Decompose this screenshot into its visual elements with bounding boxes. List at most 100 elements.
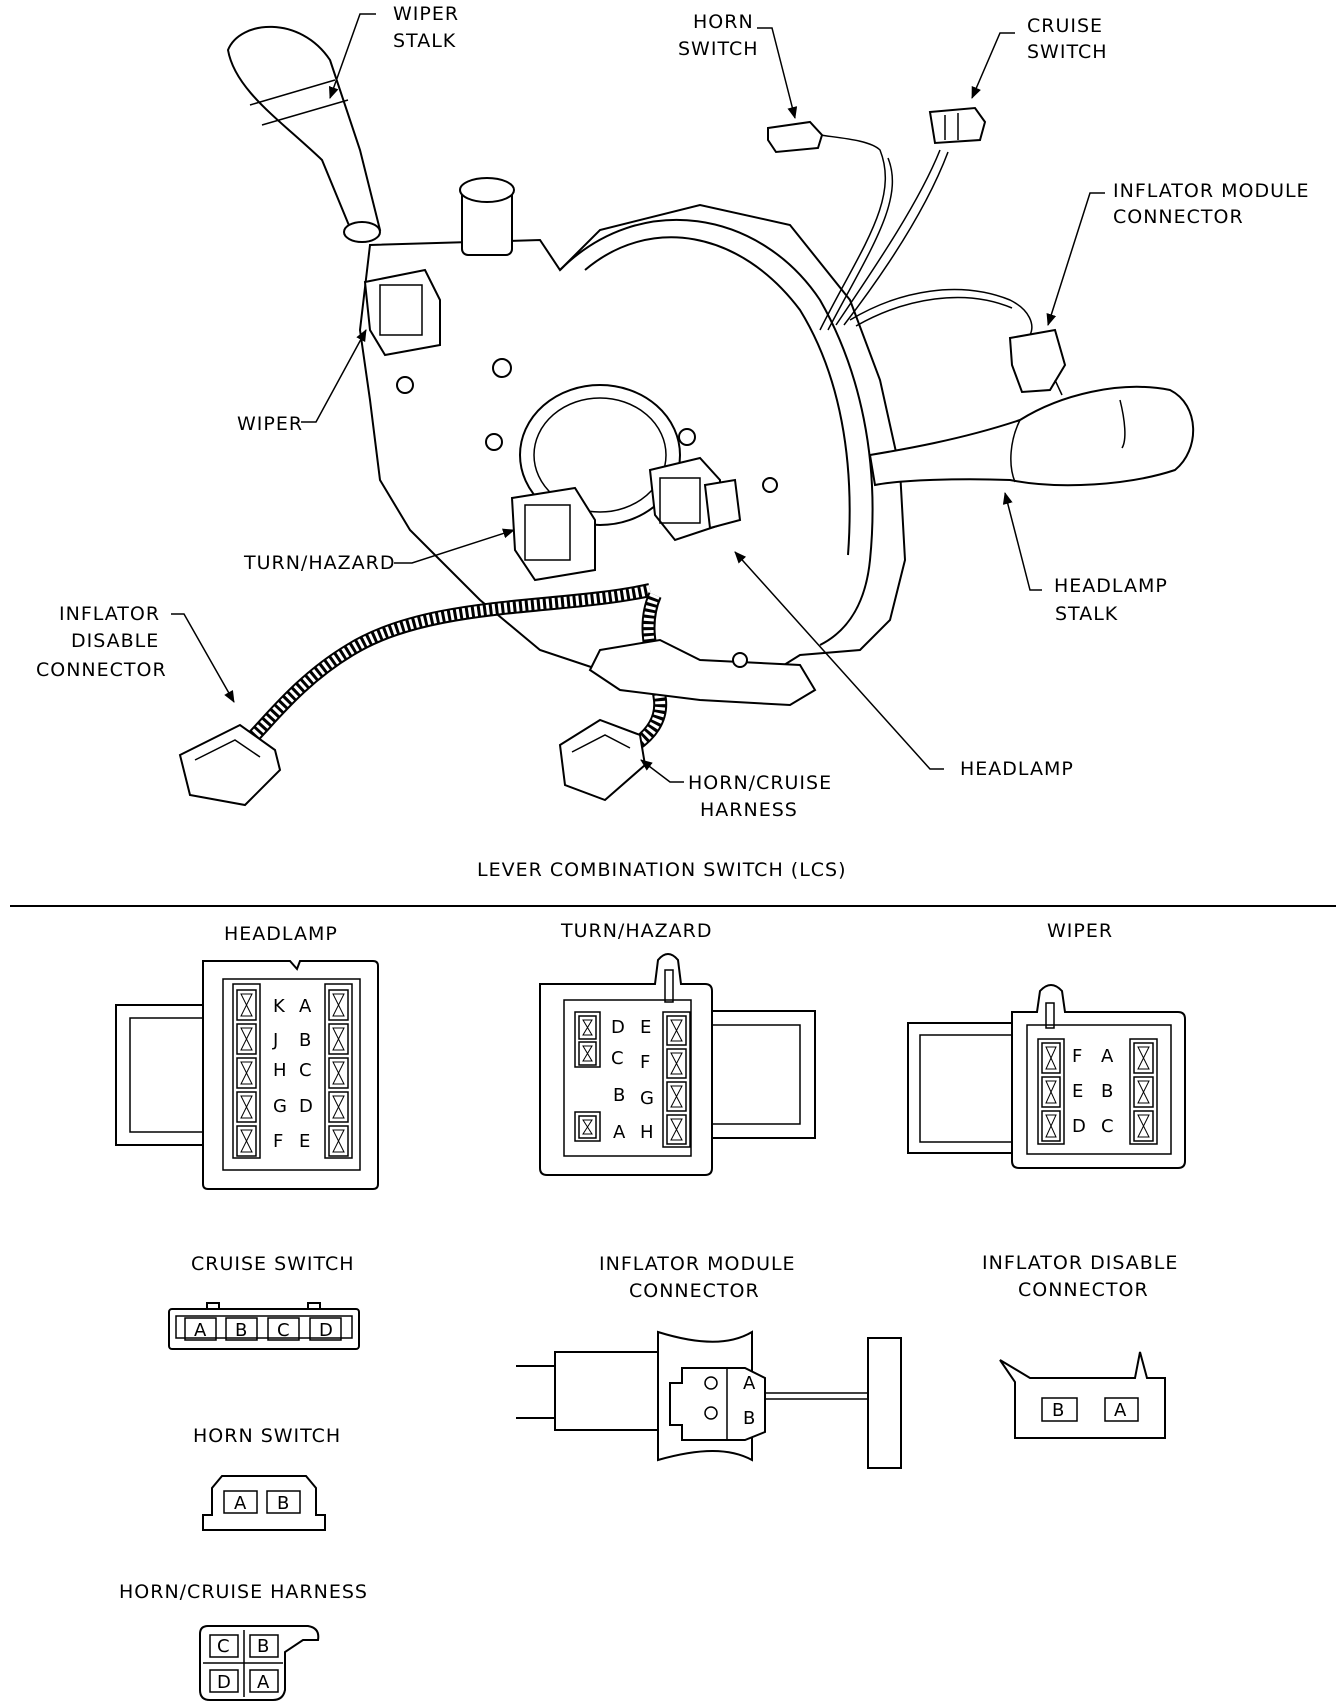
inflator-disable-pin-b: B	[1052, 1400, 1064, 1421]
headlamp-pin-d: D	[299, 1096, 313, 1117]
headlamp-cavity-right-inner	[332, 1027, 345, 1051]
headlamp-cavity-left-inner	[240, 1129, 253, 1153]
wiper-pin-f: F	[1072, 1046, 1082, 1067]
headlamp-cavity-left-inner	[240, 1061, 253, 1085]
turn-hazard-cavity-left-inner	[582, 1119, 593, 1135]
wiper-pin-a: A	[1101, 1046, 1114, 1067]
headlamp-pin-k: K	[273, 996, 286, 1017]
callout-wiper-stalk-2: STALK	[393, 30, 456, 52]
headlamp-pin-b: B	[299, 1030, 311, 1051]
inflator-disable-connector: INFLATOR DISABLE CONNECTOR B A	[982, 1252, 1178, 1439]
inflator-disable-title-2: CONNECTOR	[1018, 1279, 1149, 1301]
callout-inflator-disable-3: CONNECTOR	[36, 659, 167, 681]
cruise-switch-title: CRUISE SWITCH	[191, 1253, 355, 1275]
wiper-pin-e: E	[1072, 1081, 1083, 1102]
turn-hazard-connector: TURN/HAZARD D C B A E F G H	[539, 920, 816, 1176]
wiper-cavity-right-inner	[1137, 1114, 1150, 1138]
horn-switch-title: HORN SWITCH	[193, 1425, 341, 1447]
wiper-pin-d: D	[1072, 1116, 1086, 1137]
headlamp-pin-c: C	[299, 1060, 312, 1081]
turn-hazard-cavity-right-inner	[670, 1085, 683, 1108]
lcs-illustration	[178, 25, 1195, 807]
callout-inflator-module-2: CONNECTOR	[1113, 206, 1244, 228]
callout-cruise-switch-1: CRUISE	[1027, 15, 1103, 37]
wiper-cavity-left-inner	[1045, 1046, 1057, 1070]
callout-wiper: WIPER	[237, 413, 303, 435]
headlamp-pin-h: H	[273, 1060, 287, 1081]
wiper-cavity-left-inner	[1045, 1114, 1057, 1138]
headlamp-connector-title: HEADLAMP	[224, 923, 338, 945]
horn-cruise-harness-title: HORN/CRUISE HARNESS	[119, 1581, 368, 1603]
headlamp-pin-j: J	[272, 1030, 278, 1051]
cruise-switch-connector: CRUISE SWITCH A B C D	[168, 1253, 360, 1350]
inflator-module-connector: INFLATOR MODULE CONNECTOR A B	[516, 1253, 902, 1469]
turn-hazard-cavity-right-inner	[670, 1052, 683, 1075]
callout-wiper-stalk-1: WIPER	[393, 3, 459, 25]
horn-cruise-pin-a: A	[257, 1672, 270, 1693]
headlamp-pin-g: G	[273, 1096, 287, 1117]
headlamp-cavity-right-inner	[332, 1061, 345, 1085]
wiper-connector-title: WIPER	[1047, 920, 1113, 942]
headlamp-pin-a: A	[299, 996, 312, 1017]
turn-hazard-connector-title: TURN/HAZARD	[560, 920, 712, 942]
wiper-pin-c: C	[1101, 1116, 1114, 1137]
turn-hazard-pin-h: H	[640, 1122, 654, 1143]
cruise-switch-pin-a: A	[194, 1320, 207, 1341]
cruise-switch-pin-d: D	[319, 1320, 333, 1341]
callout-horn-switch-1: HORN	[693, 11, 754, 33]
wiper-cavity-right-inner	[1137, 1046, 1150, 1070]
callout-headlamp-stalk-1: HEADLAMP	[1054, 575, 1168, 597]
turn-hazard-pin-g: G	[640, 1088, 654, 1109]
turn-hazard-pin-a: A	[613, 1122, 626, 1143]
horn-cruise-pin-d: D	[217, 1672, 231, 1693]
headlamp-cavity-left-inner	[240, 1027, 253, 1051]
horn-cruise-pin-b: B	[257, 1636, 269, 1657]
inflator-module-title-2: CONNECTOR	[629, 1280, 760, 1302]
horn-cruise-pin-c: C	[217, 1636, 230, 1657]
headlamp-cavity-right-inner	[332, 993, 345, 1017]
diagram-caption: LEVER COMBINATION SWITCH (LCS)	[477, 859, 847, 881]
turn-hazard-cavity-left-inner	[582, 1045, 593, 1062]
callout-headlamp: HEADLAMP	[960, 758, 1074, 780]
turn-hazard-pin-b: B	[613, 1085, 625, 1106]
headlamp-cavity-right-inner	[332, 1095, 345, 1119]
turn-hazard-pin-c: C	[611, 1048, 624, 1069]
headlamp-connector: HEADLAMP K J H G F A B C D E	[115, 923, 379, 1190]
callout-turn-hazard: TURN/HAZARD	[243, 552, 395, 574]
wiper-cavity-right-inner	[1137, 1080, 1150, 1104]
turn-hazard-pin-f: F	[640, 1052, 650, 1073]
headlamp-cavity-right-inner	[332, 1129, 345, 1153]
callout-horn-cruise-harness-2: HARNESS	[700, 799, 798, 821]
inflator-module-pin-b: B	[743, 1408, 755, 1429]
callout-cruise-switch-2: SWITCH	[1027, 41, 1108, 63]
horn-cruise-harness-connector: HORN/CRUISE HARNESS C B D A	[119, 1581, 368, 1701]
cruise-switch-pin-b: B	[235, 1320, 247, 1341]
headlamp-cavity-left-inner	[240, 1095, 253, 1119]
callout-leaders	[171, 13, 1105, 783]
turn-hazard-pin-e: E	[640, 1017, 651, 1038]
turn-hazard-pin-d: D	[611, 1017, 625, 1038]
callout-inflator-disable-1: INFLATOR	[59, 603, 160, 625]
headlamp-cavity-left-inner	[240, 993, 253, 1017]
callout-inflator-disable-2: DISABLE	[71, 630, 159, 652]
horn-switch-pin-a: A	[234, 1493, 247, 1514]
callout-inflator-module-1: INFLATOR MODULE	[1113, 180, 1310, 202]
callout-headlamp-stalk-2: STALK	[1055, 603, 1118, 625]
wiper-pin-b: B	[1101, 1081, 1113, 1102]
horn-switch-connector: HORN SWITCH A B	[193, 1425, 341, 1531]
headlamp-pin-f: F	[273, 1131, 283, 1152]
inflator-disable-pin-a: A	[1114, 1400, 1127, 1421]
callout-horn-cruise-harness-1: HORN/CRUISE	[688, 772, 832, 794]
turn-hazard-cavity-right-inner	[670, 1019, 683, 1042]
inflator-module-pin-a: A	[743, 1373, 756, 1394]
callout-horn-switch-2: SWITCH	[678, 38, 759, 60]
turn-hazard-cavity-left-inner	[582, 1019, 593, 1036]
cruise-switch-pin-c: C	[277, 1320, 290, 1341]
wiper-connector: WIPER F E D A B C	[907, 920, 1186, 1169]
inflator-disable-title-1: INFLATOR DISABLE	[982, 1252, 1178, 1274]
inflator-module-title-1: INFLATOR MODULE	[599, 1253, 796, 1275]
turn-hazard-cavity-right-inner	[670, 1118, 683, 1141]
headlamp-pin-e: E	[299, 1131, 310, 1152]
